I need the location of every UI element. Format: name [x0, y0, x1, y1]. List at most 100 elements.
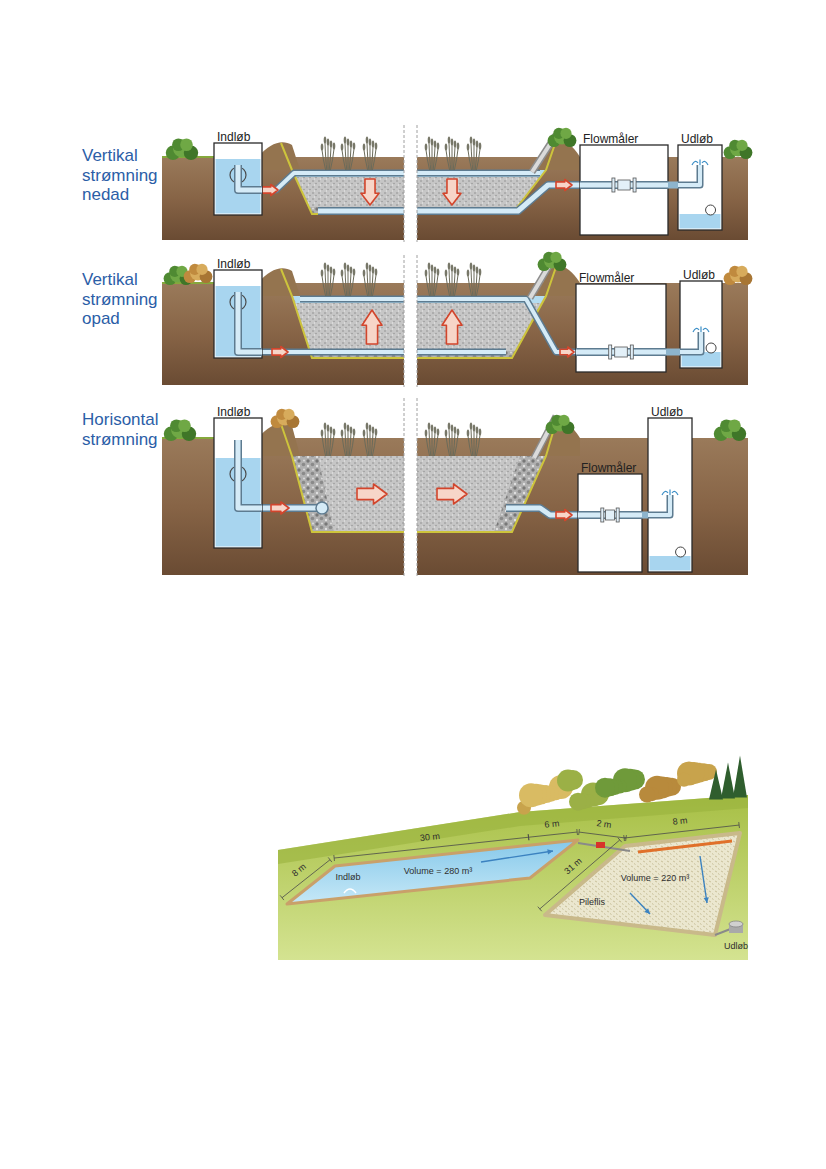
- field: [278, 795, 748, 960]
- pipe: [648, 495, 670, 515]
- flow-meter: [618, 180, 630, 190]
- flange: [609, 345, 612, 359]
- reed-head: [353, 143, 356, 150]
- tree: [557, 769, 579, 791]
- distribution-pipe: [638, 841, 732, 852]
- chamber-box: Flowmåler: [578, 458, 642, 572]
- reed-head: [457, 429, 460, 436]
- reed-head: [347, 425, 350, 432]
- bush: [550, 252, 561, 263]
- flow-arrow: [357, 484, 387, 504]
- pipe-outline: [238, 292, 262, 352]
- chamber-label: Flowmåler: [580, 132, 638, 146]
- reed-stem: [330, 275, 334, 296]
- break-line: [417, 398, 418, 577]
- bush: [736, 266, 747, 277]
- dimension-tick: [576, 829, 578, 835]
- chamber-box: Flowmåler: [576, 268, 666, 372]
- reed-head: [330, 427, 333, 434]
- dimension-line: [282, 860, 330, 898]
- break-line: [404, 398, 405, 577]
- reed-head: [324, 263, 327, 270]
- reed-stem: [372, 435, 376, 456]
- reed-stem: [452, 431, 453, 456]
- reed-stem: [330, 149, 334, 170]
- pipe-outline: [580, 181, 668, 189]
- section-break: [404, 125, 417, 242]
- flow-arrow: [442, 310, 462, 344]
- reed-stem: [325, 429, 327, 456]
- pipe-opening: [706, 205, 716, 215]
- reed-head: [344, 263, 347, 270]
- cross-section: [162, 252, 752, 387]
- chamber-label: Indløb: [214, 257, 250, 271]
- reed-head: [372, 267, 375, 274]
- reed-head: [321, 270, 324, 277]
- conifer: [709, 769, 723, 799]
- conifer: [721, 762, 735, 798]
- pipe-connector: [668, 182, 678, 189]
- flange: [633, 178, 636, 192]
- spray: [700, 327, 701, 332]
- reed-head: [457, 269, 460, 276]
- reed-head: [330, 267, 333, 274]
- spray: [703, 328, 709, 332]
- reed-head: [341, 270, 344, 277]
- plan-label: Volume = 220 m³: [621, 873, 689, 883]
- row-heading: Vertikal strømning opad: [82, 270, 162, 329]
- reed-head: [324, 137, 327, 144]
- flow-arrow: [362, 310, 382, 344]
- flow-meter: [606, 510, 615, 520]
- reed-head: [327, 265, 330, 272]
- soil: [162, 283, 748, 385]
- reed-stem: [432, 145, 433, 170]
- pipe-outline: [262, 349, 506, 356]
- bush: [178, 419, 191, 432]
- dimension-tick: [738, 822, 740, 828]
- reed-stem: [474, 431, 475, 456]
- pipe: [238, 440, 262, 508]
- break-line: [404, 125, 405, 242]
- reed-stem: [328, 431, 329, 456]
- pipe-outline: [576, 348, 666, 356]
- reed-head: [479, 429, 482, 436]
- reed-stem: [345, 269, 347, 296]
- reed-head: [372, 141, 375, 148]
- reed-head: [467, 430, 470, 437]
- reed-head: [350, 141, 353, 148]
- dimension-line: [540, 840, 620, 909]
- chamber-box: Udløb: [680, 265, 722, 368]
- liner: [281, 422, 556, 532]
- reed-stem: [370, 271, 371, 296]
- chamber-label: Udløb: [648, 405, 683, 419]
- reed-stem: [348, 145, 349, 170]
- tree: [519, 783, 543, 807]
- chamber-box: Udløb: [678, 129, 722, 230]
- reed-head: [344, 137, 347, 144]
- liner: [281, 267, 556, 358]
- transfer-pipe: [578, 843, 630, 851]
- flange: [630, 345, 633, 359]
- plan-label: 8 m: [290, 862, 308, 879]
- spray: [692, 161, 698, 165]
- reed-head: [333, 429, 336, 436]
- reed-stem: [476, 275, 480, 296]
- reed-stem: [476, 435, 480, 456]
- dimension-tick: [528, 834, 530, 840]
- reed-stem: [476, 149, 480, 170]
- reed-head: [324, 423, 327, 430]
- filter-bed: [545, 833, 740, 935]
- reed-head: [473, 265, 476, 272]
- inlet-splash: [344, 889, 356, 893]
- plan-label: Volume = 280 m³: [404, 866, 472, 876]
- reed-head: [437, 143, 440, 150]
- outlet-well-top: [729, 921, 743, 927]
- plan-label: 6 m: [544, 818, 560, 830]
- reed-stem: [432, 271, 433, 296]
- reed-head: [445, 270, 448, 277]
- bush: [283, 409, 294, 420]
- reed-stem: [350, 275, 354, 296]
- chamber-label: Flowmåler: [576, 271, 634, 285]
- reed-head: [375, 269, 378, 276]
- reed-stem: [474, 145, 475, 170]
